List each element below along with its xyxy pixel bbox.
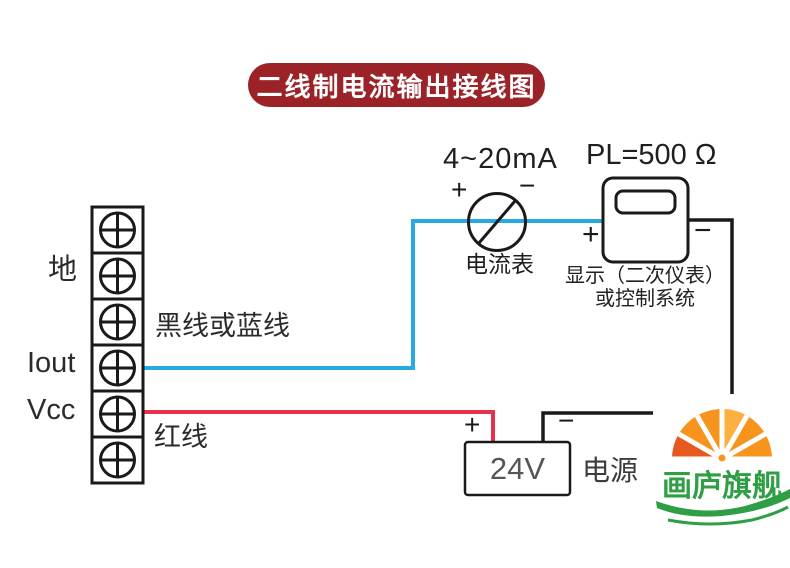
display-caption-line2: 或控制系统 — [595, 288, 695, 310]
terminal-cell — [90, 251, 145, 301]
logo-text: 画庐旗舰 — [662, 469, 782, 503]
display-screen — [614, 189, 677, 215]
title-banner: 二线制电流输出接线图 — [248, 63, 545, 107]
ammeter-range-label: 4~20mA — [443, 143, 558, 175]
terminal-label-ground: 地 — [48, 254, 78, 286]
terminal-block — [90, 205, 145, 485]
terminal-cell — [90, 389, 145, 439]
signal-wire-blue — [143, 219, 603, 370]
signal-wire-label: 黑线或蓝线 — [155, 311, 290, 341]
display-plus-sign: + — [582, 218, 600, 251]
diagram-title: 二线制电流输出接线图 — [256, 71, 537, 102]
power-wire-red — [143, 410, 495, 442]
psu-minus-sign: − — [558, 405, 575, 436]
display-minus-sign: − — [694, 214, 712, 247]
logo-hub-dot — [718, 454, 726, 462]
return-wire-display — [688, 218, 734, 394]
terminal-cell — [90, 343, 145, 393]
psu-label: 电源 — [582, 455, 639, 486]
load-resistance-label: PL=500 Ω — [586, 139, 717, 171]
logo-wave — [656, 489, 790, 517]
terminal-cell — [90, 205, 145, 255]
psu-voltage-label: 24V — [489, 451, 546, 486]
logo-wave-thin — [667, 505, 789, 526]
ammeter-plus-sign: + — [451, 174, 468, 205]
terminal-cell — [90, 297, 145, 347]
brand-logo: 画庐旗舰 — [656, 409, 790, 526]
ammeter-label: 电流表 — [465, 251, 534, 277]
power-supply-box — [463, 440, 572, 497]
power-wire-label: 红线 — [154, 422, 208, 452]
terminal-label-vcc: Vcc — [27, 394, 76, 426]
ammeter-minus-sign: − — [519, 170, 536, 201]
return-wire-psu — [541, 411, 653, 442]
ammeter-symbol — [467, 192, 527, 252]
display-device — [601, 176, 690, 264]
terminal-label-iout: Iout — [27, 347, 76, 379]
psu-plus-sign: + — [464, 409, 481, 440]
display-caption-line1: 显示（二次仪表） — [565, 265, 725, 287]
terminal-cell — [90, 435, 145, 485]
